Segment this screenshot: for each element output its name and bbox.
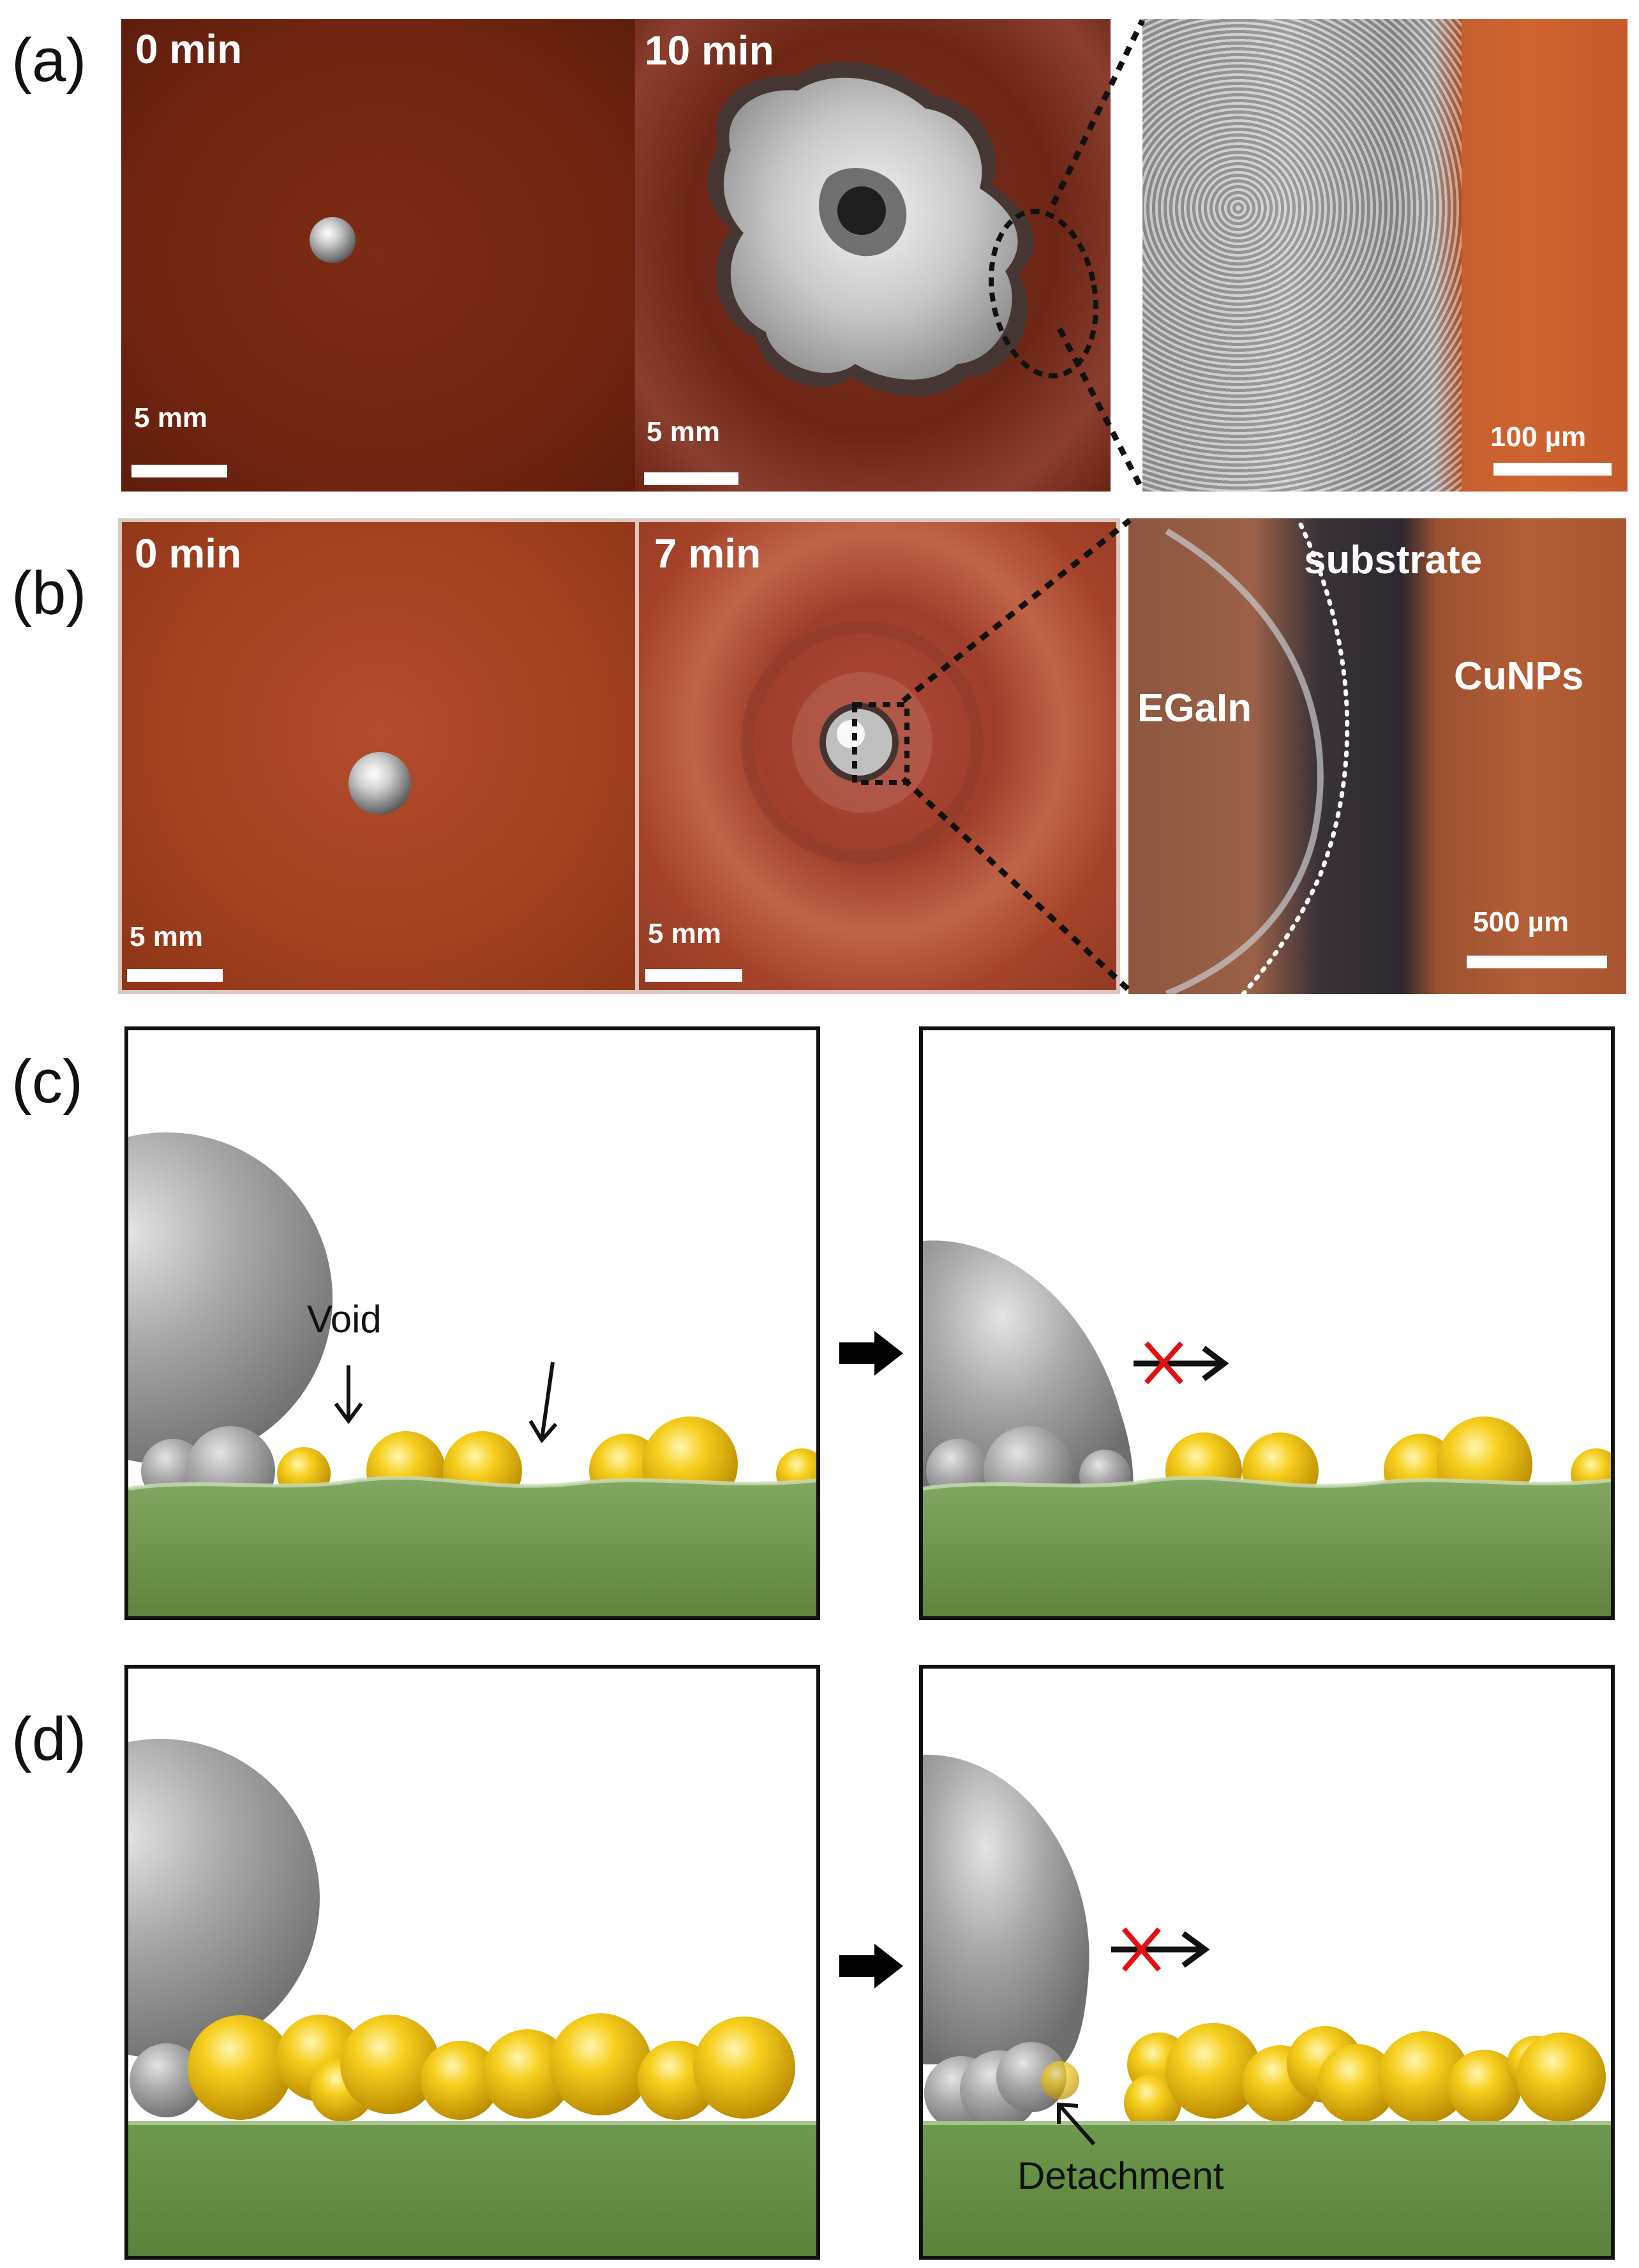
scale-bar-label: 5 mm [648, 918, 721, 949]
scale-bar [644, 472, 738, 485]
zoom-b-interface: substrate EGaIn CuNPs 500 µm [1128, 518, 1626, 994]
photo-b-7min: 7 min 5 mm [635, 518, 1120, 994]
blocked-arrow-icon [1111, 1927, 1210, 1972]
time-label: 7 min [654, 530, 761, 576]
schematic-d-after-drawing [923, 1754, 1611, 2256]
panel-label-a: (a) [11, 26, 87, 94]
metal-texture [1142, 19, 1462, 492]
egain-drop [923, 1754, 1089, 2064]
schematic-c-before: Void [124, 1026, 820, 1620]
label-cunps: CuNPs [1454, 654, 1584, 698]
egain-droplet [310, 217, 355, 263]
schematic-c-after-drawing [923, 1240, 1611, 1616]
right-arrow-icon [839, 1331, 903, 1376]
schematic-c-after [919, 1026, 1615, 1620]
schematic-d-before [124, 1665, 820, 2260]
scale-bar [1467, 956, 1607, 968]
time-label: 0 min [135, 26, 243, 72]
interface-lines [1165, 522, 1350, 994]
schematic-d-after: Detachment [919, 1665, 1615, 2260]
right-arrow-icon [839, 1944, 903, 1988]
zoom-a-boundary: 100 µm [1142, 19, 1628, 492]
scale-bar-label: 500 µm [1473, 906, 1569, 938]
time-label: 0 min [135, 530, 242, 576]
scale-bar-label: 5 mm [647, 416, 720, 447]
egain-drop [923, 1240, 1134, 1496]
label-substrate: substrate [1304, 538, 1483, 582]
egain-drop [128, 1739, 320, 2058]
detachment-pointer-arrow [1057, 2102, 1096, 2145]
egain-drop [128, 1132, 333, 1464]
photo-a-0min: 0 min 5 mm [121, 19, 638, 492]
panel-label-d: (d) [11, 1705, 87, 1773]
blocked-arrow-icon [1134, 1341, 1229, 1385]
schematic-d-before-drawing [128, 1739, 816, 2256]
scale-bar [645, 969, 742, 982]
photo-b-0min: 0 min 5 mm [118, 518, 641, 994]
down-arrow-icon [528, 1362, 558, 1444]
scale-bar-label: 5 mm [130, 921, 203, 952]
scale-bar [1493, 463, 1612, 476]
scale-bar [127, 969, 223, 982]
panel-label-b: (b) [11, 559, 87, 627]
down-arrow-icon [334, 1365, 363, 1425]
scale-bar-label: 100 µm [1490, 421, 1587, 453]
droplet-with-ring [741, 621, 984, 864]
photo-a-10min: 10 min 5 mm [635, 19, 1111, 492]
time-label: 10 min [645, 27, 774, 73]
scale-bar [131, 465, 227, 477]
spread-egain-region [707, 61, 1098, 396]
egain-droplet [348, 752, 411, 815]
panel-label-c: (c) [11, 1048, 83, 1116]
label-egain: EGaIn [1137, 686, 1252, 730]
schematic-c-before-drawing [128, 1132, 816, 1616]
void-label: Void [307, 1298, 382, 1341]
scale-bar-label: 5 mm [134, 402, 207, 433]
detachment-label: Detachment [1017, 2154, 1224, 2197]
